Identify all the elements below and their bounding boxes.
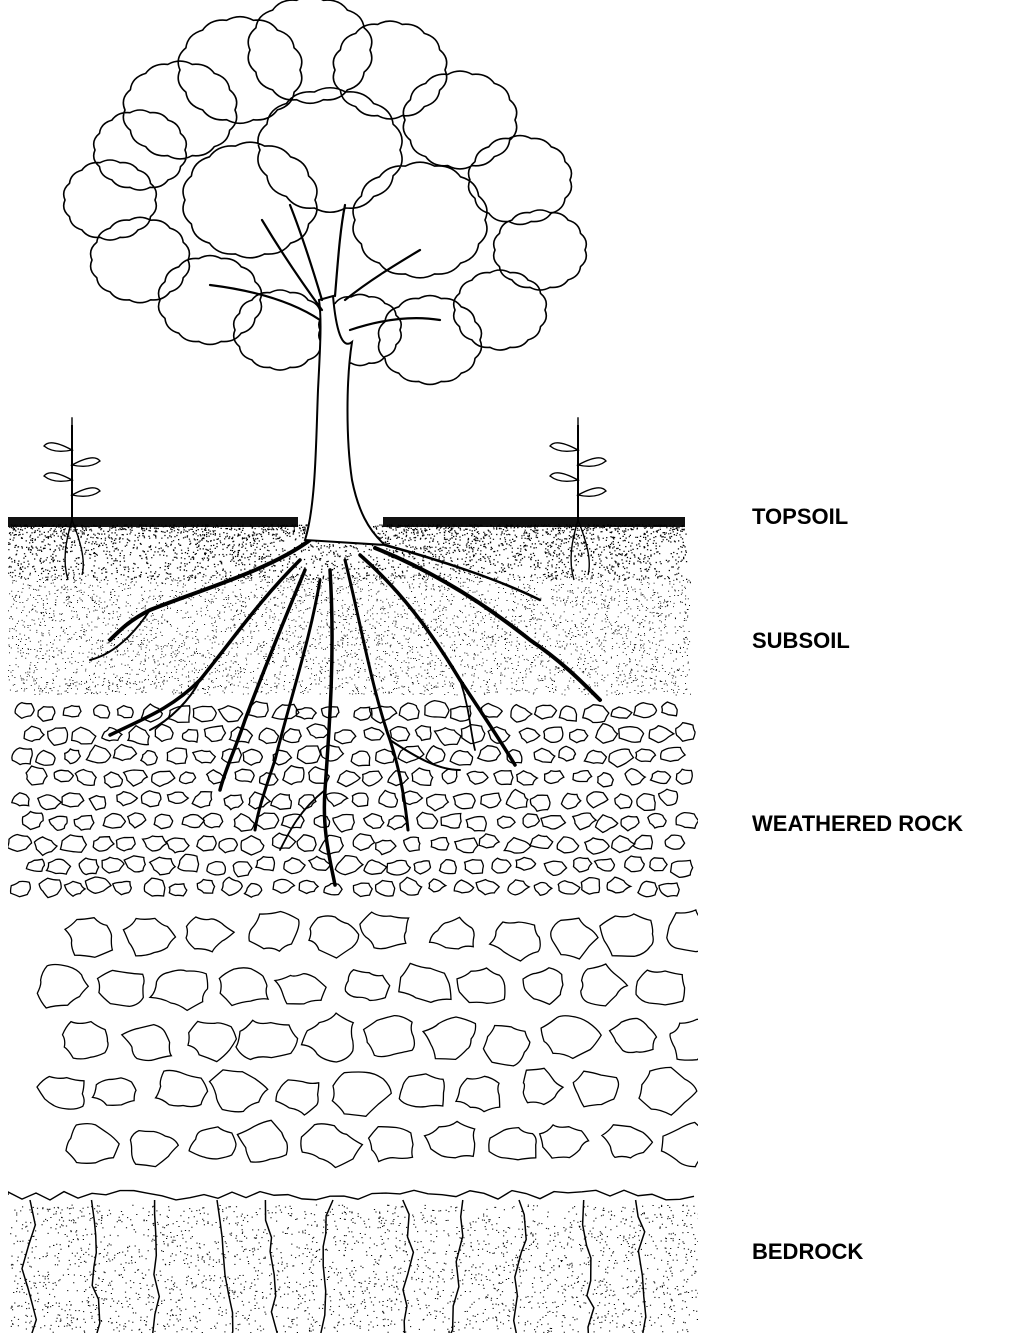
subsoil-label: SUBSOIL bbox=[752, 629, 850, 653]
weathered-rock-layer bbox=[7, 701, 716, 1168]
weathered-rock-label: WEATHERED ROCK bbox=[752, 812, 963, 836]
seedling-right bbox=[550, 418, 606, 580]
subsoil-layer bbox=[8, 575, 691, 695]
bedrock-label: BEDROCK bbox=[752, 1240, 863, 1264]
topsoil-label: TOPSOIL bbox=[752, 505, 848, 529]
seedling-left bbox=[44, 418, 100, 580]
bedrock-layer bbox=[8, 1190, 699, 1333]
